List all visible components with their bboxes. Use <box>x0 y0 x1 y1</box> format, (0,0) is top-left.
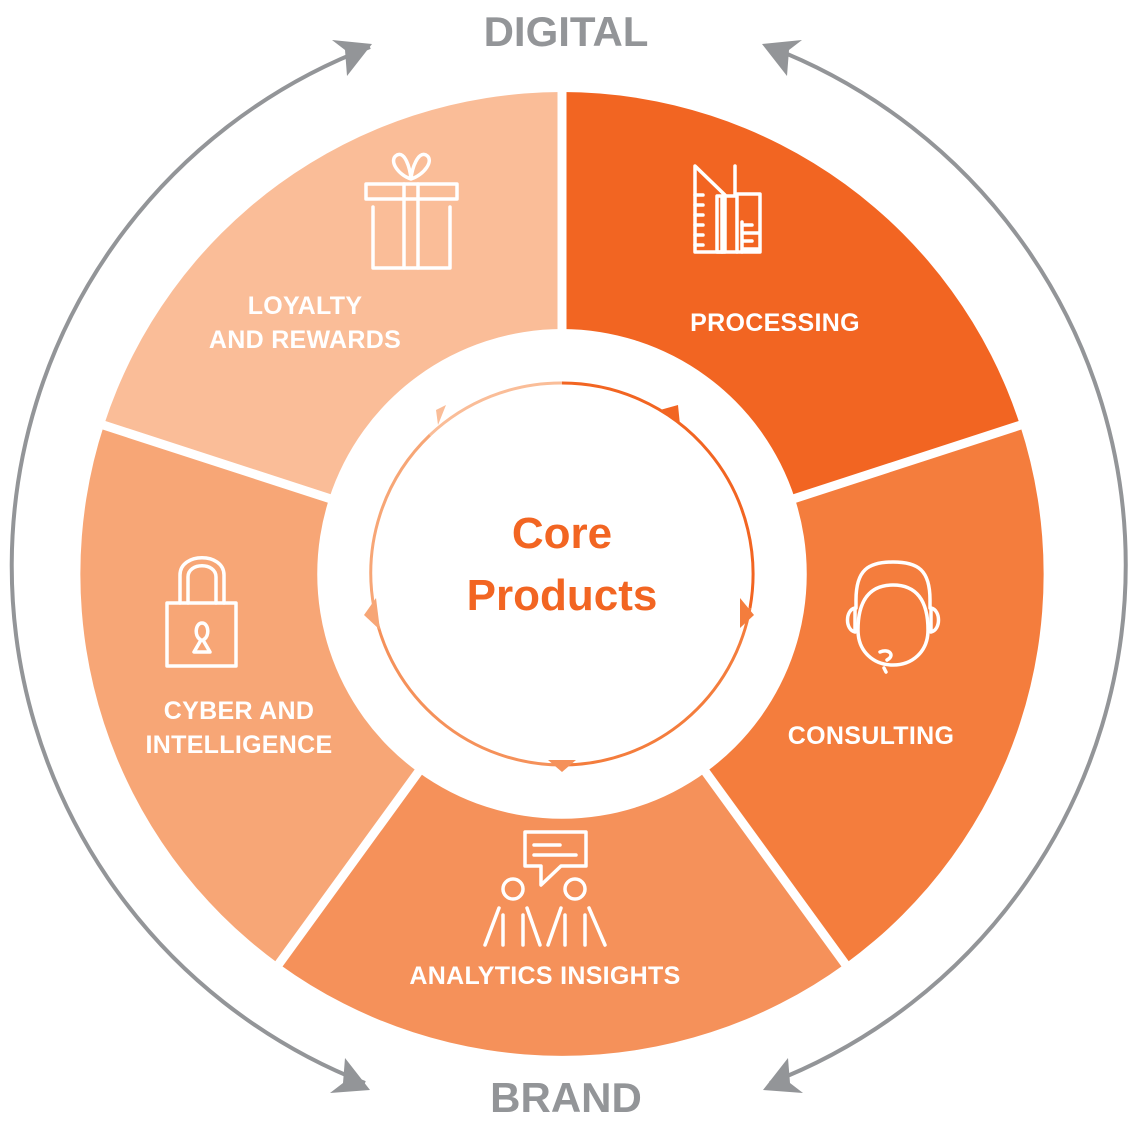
cycle-arrows <box>9 40 1128 1093</box>
digital-label: DIGITAL <box>483 8 649 55</box>
arrowhead-top-left <box>332 40 372 76</box>
segment-consulting[interactable] <box>706 425 1044 964</box>
core-circle <box>364 381 755 772</box>
brand-label: BRAND <box>490 1074 642 1121</box>
arrowhead-bottom-right <box>763 1058 803 1093</box>
label-cyber-line-2: INTELLIGENCE <box>145 731 333 759</box>
label-loyalty-line-1: LOYALTY <box>247 292 363 320</box>
label-processing: PROCESSING <box>640 306 910 340</box>
segment-analytics-insights[interactable] <box>279 772 845 1056</box>
label-analytics-text: ANALYTICS INSIGHTS <box>409 962 681 990</box>
label-consulting: CONSULTING <box>736 719 1006 753</box>
segments <box>80 80 1044 1056</box>
segment-loyalty-rewards[interactable] <box>104 92 562 499</box>
padlock-icon <box>165 556 238 668</box>
label-loyalty-rewards: LOYALTY AND REWARDS <box>170 289 440 357</box>
gift-icon <box>364 152 459 270</box>
core-line-2: Products <box>466 571 658 620</box>
buildings-icon <box>693 164 762 254</box>
segment-processing[interactable] <box>562 92 1020 499</box>
arrowhead-bottom-left <box>330 1058 370 1093</box>
label-processing-text: PROCESSING <box>690 309 860 337</box>
left-arc-arrow-up <box>9 45 371 1085</box>
core-line-1: Core <box>511 509 613 558</box>
people-chat-icon <box>483 830 607 947</box>
right-arc-arrow <box>769 45 1128 1085</box>
headset-icon <box>845 560 941 674</box>
segment-dividers <box>92 80 1032 975</box>
label-analytics-insights: ANALYTICS INSIGHTS <box>370 959 720 993</box>
label-cyber-intelligence: CYBER AND INTELLIGENCE <box>104 694 374 762</box>
label-cyber-line-1: CYBER AND <box>163 697 315 725</box>
core-products-title: Core Products <box>412 503 712 627</box>
arrowhead-top-right <box>762 40 802 76</box>
label-loyalty-line-2: AND REWARDS <box>208 326 402 354</box>
label-consulting-text: CONSULTING <box>787 722 955 750</box>
segment-cyber-intelligence[interactable] <box>80 425 419 964</box>
